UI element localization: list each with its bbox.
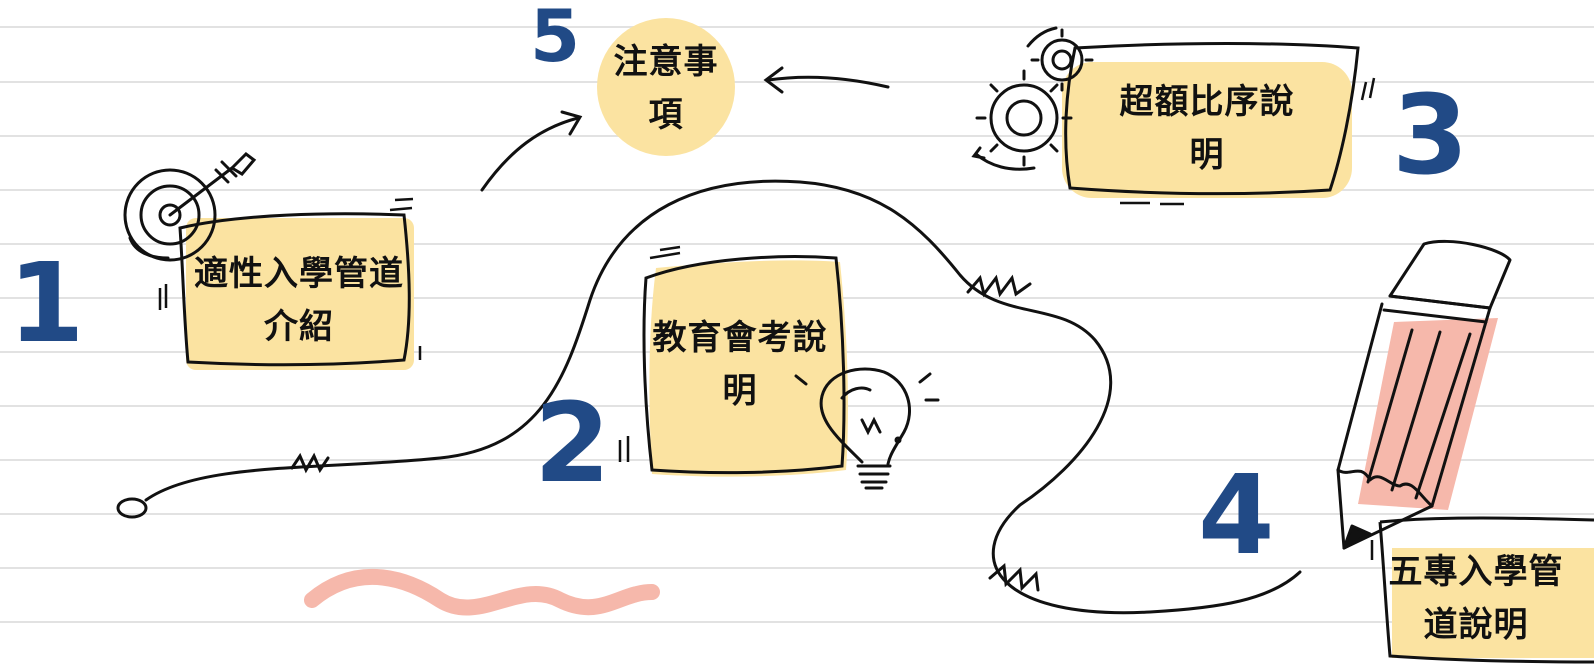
step-label-4: 五專入學管道說明 bbox=[1388, 552, 1564, 645]
step-number-3: 3 bbox=[1392, 71, 1469, 199]
note-step-2 bbox=[618, 245, 848, 477]
step-number-1: 1 bbox=[8, 239, 85, 367]
step-label-2: 教育會考說明 bbox=[652, 318, 828, 411]
step-label-3: 超額比序說明 bbox=[1119, 82, 1295, 175]
squiggle-decoration bbox=[304, 569, 660, 616]
gears-icon bbox=[971, 26, 1094, 171]
pencil-icon bbox=[1336, 239, 1512, 550]
step-number-2: 2 bbox=[534, 379, 611, 507]
step-label-5: 注意事項 bbox=[613, 42, 719, 135]
note-step-5 bbox=[597, 18, 735, 156]
step-label-1: 適性入學管道介紹 bbox=[194, 254, 404, 347]
note-step-1 bbox=[158, 197, 422, 370]
target-arrow-icon bbox=[123, 152, 257, 262]
note-step-4 bbox=[1370, 516, 1594, 664]
connector-path bbox=[116, 66, 1302, 615]
step-number-5: 5 bbox=[530, 0, 581, 78]
step-number-4: 4 bbox=[1198, 451, 1275, 579]
lightbulb-icon bbox=[794, 367, 940, 490]
note-step-3 bbox=[1062, 42, 1376, 206]
